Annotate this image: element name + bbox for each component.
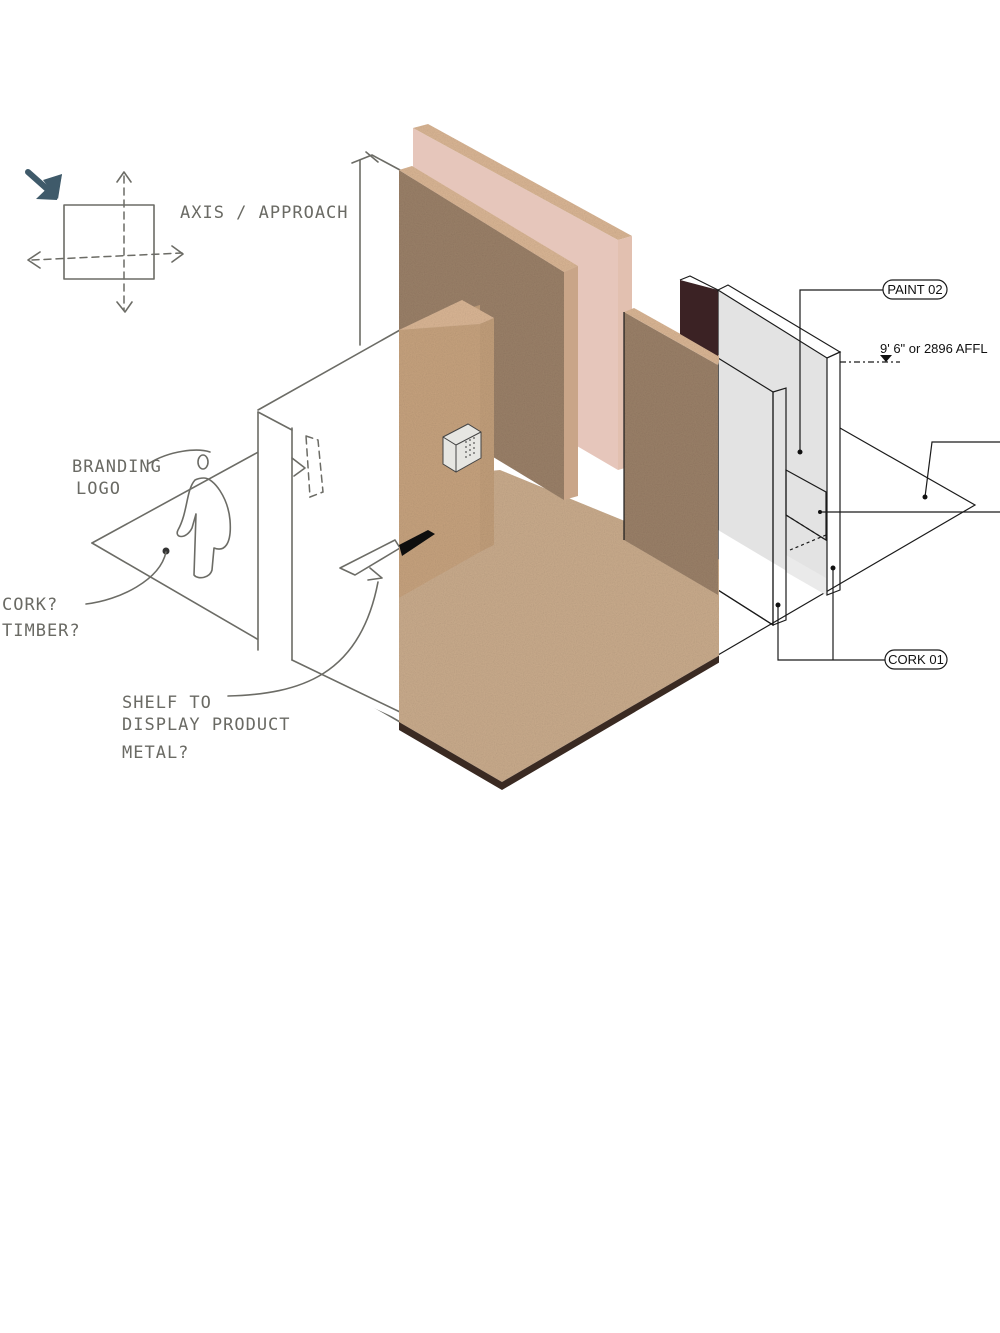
branding-logo-label-line2: LOGO bbox=[76, 479, 121, 499]
paint-callout-label: PAINT 02 bbox=[887, 282, 942, 297]
person-silhouette-icon bbox=[176, 454, 232, 579]
branding-arrow bbox=[291, 457, 306, 477]
height-label: 9' 6" or 2896 AFFL bbox=[880, 341, 988, 356]
shelf-label-line2: DISPLAY PRODUCT bbox=[122, 715, 291, 735]
material-label-line2: TIMBER? bbox=[2, 621, 81, 641]
height-marker: 9' 6" or 2896 AFFL bbox=[840, 341, 988, 363]
paint-callout: PAINT 02 bbox=[797, 279, 948, 455]
branding-logo-label-line1: BRANDING bbox=[72, 457, 162, 477]
rendered-materials-band bbox=[399, 124, 719, 790]
cork-callout-label: CORK 01 bbox=[888, 652, 944, 667]
material-label-line1: CORK? bbox=[2, 595, 58, 615]
speaker-box-icon bbox=[442, 423, 482, 473]
axis-approach-label: AXIS / APPROACH bbox=[180, 203, 349, 223]
shelf-label-line3: METAL? bbox=[122, 743, 189, 763]
axis-cross-icon bbox=[27, 171, 184, 313]
approach-arrow-icon bbox=[25, 169, 62, 200]
sketched-front-wall bbox=[257, 151, 401, 720]
floor-callout-line bbox=[818, 441, 1000, 514]
shelf-label-line1: SHELF TO bbox=[122, 693, 212, 713]
cork-callout: CORK 01 bbox=[775, 565, 948, 670]
branding-logo-outline bbox=[305, 434, 324, 499]
